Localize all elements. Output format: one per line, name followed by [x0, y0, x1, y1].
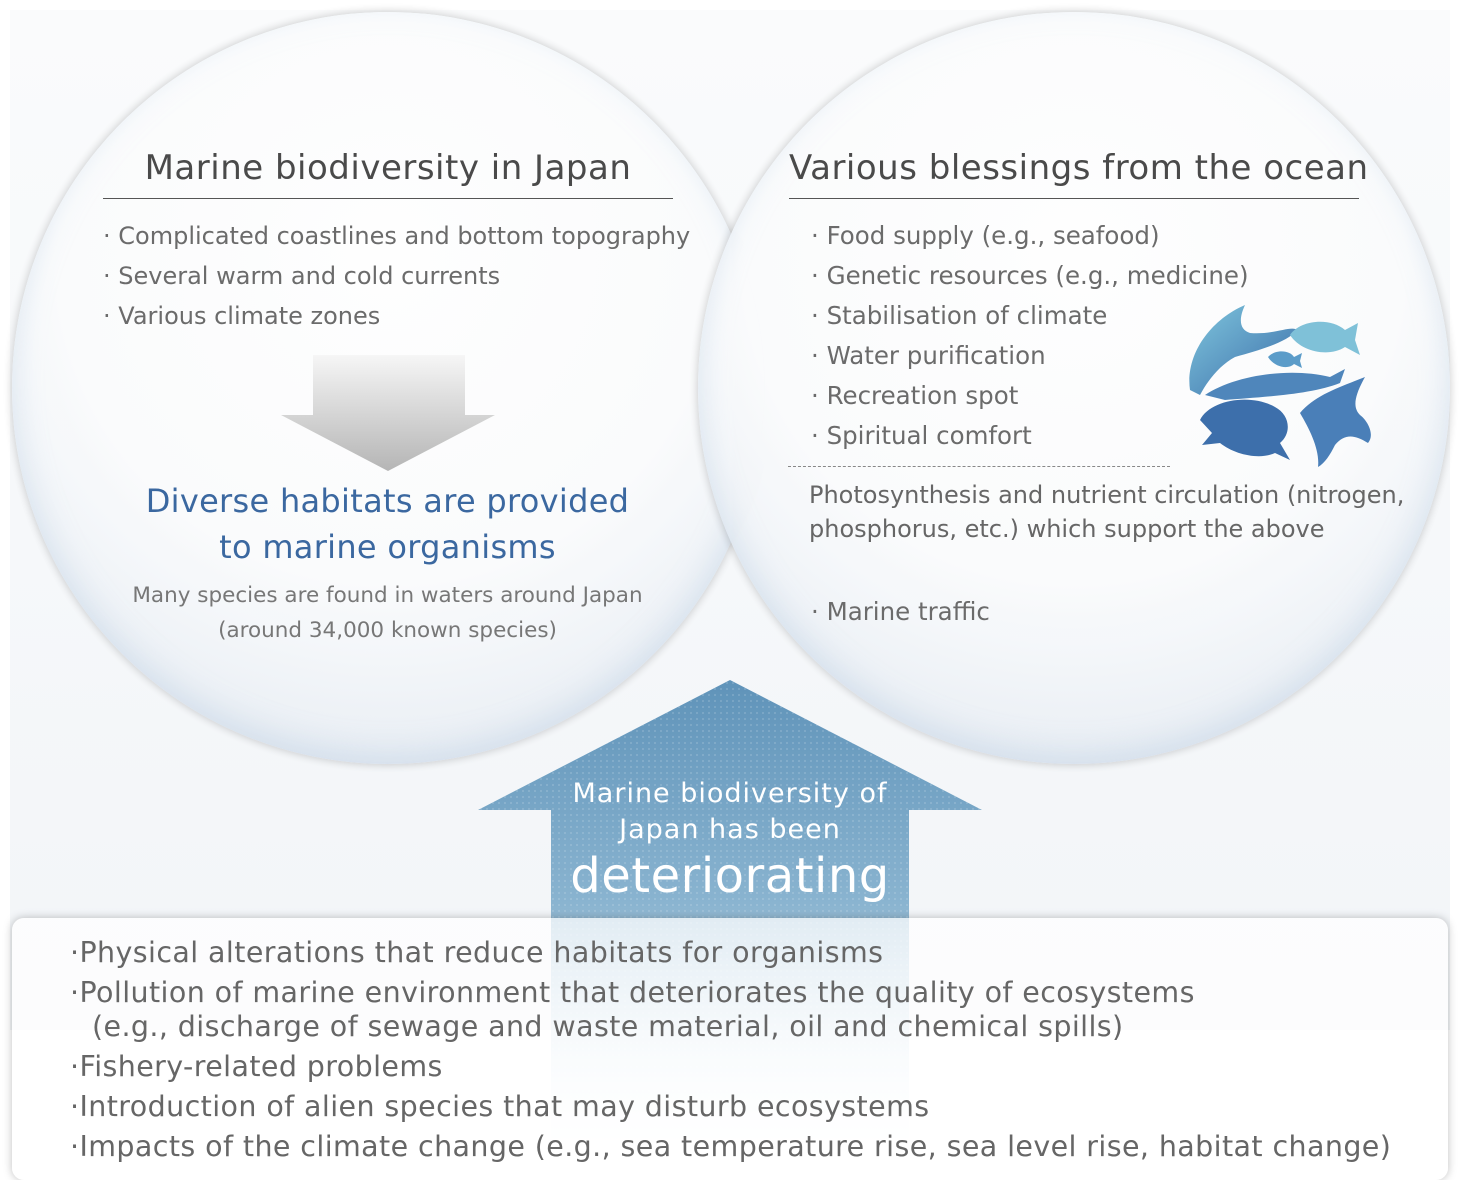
- list-item: Marine traffic: [811, 592, 990, 632]
- habitat-result-line: to marine organisms: [219, 528, 556, 566]
- biodiversity-factors-list: Complicated coastlines and bottom topogr…: [103, 216, 690, 336]
- deterioration-emphasis: deteriorating: [570, 848, 890, 904]
- blessings-heading: Various blessings from the ocean: [789, 148, 1368, 199]
- deterioration-message: Marine biodiversity of Japan has been de…: [545, 776, 915, 904]
- list-item: Spiritual comfort: [811, 416, 1249, 456]
- species-note-line: (around 34,000 known species): [218, 618, 557, 643]
- threat-text: Fishery-related problems: [79, 1050, 443, 1083]
- list-item: Physical alterations that reduce habitat…: [70, 936, 1391, 970]
- list-item: Pollution of marine environment that det…: [70, 976, 1391, 1044]
- list-item: Impacts of the climate change (e.g., sea…: [70, 1130, 1391, 1164]
- threat-text: Pollution of marine environment that det…: [79, 976, 1195, 1009]
- threat-subtext: (e.g., discharge of sewage and waste mat…: [92, 1010, 1124, 1043]
- blessings-list: Food supply (e.g., seafood) Genetic reso…: [811, 216, 1249, 456]
- deterioration-line: Marine biodiversity of: [572, 778, 888, 809]
- habitat-result-line: Diverse habitats are provided: [145, 482, 630, 520]
- list-item: Various climate zones: [103, 296, 690, 336]
- threat-text: Physical alterations that reduce habitat…: [79, 936, 884, 969]
- down-arrow-icon: [281, 355, 495, 471]
- marine-animals-icon: [1189, 305, 1371, 467]
- extra-blessings-list: Marine traffic: [811, 592, 990, 632]
- list-item: Stabilisation of climate: [811, 296, 1249, 336]
- species-note: Many species are found in waters around …: [90, 578, 685, 648]
- habitat-result: Diverse habitats are provided to marine …: [100, 478, 675, 570]
- threat-text: Introduction of alien species that may d…: [79, 1090, 930, 1123]
- threats-list: Physical alterations that reduce habitat…: [70, 936, 1391, 1170]
- list-item: Complicated coastlines and bottom topogr…: [103, 216, 690, 256]
- support-text: Photosynthesis and nutrient circulation …: [809, 481, 1405, 543]
- list-item: Several warm and cold currents: [103, 256, 690, 296]
- list-item: Water purification: [811, 336, 1249, 376]
- biodiversity-heading: Marine biodiversity in Japan: [103, 148, 673, 199]
- list-item: Food supply (e.g., seafood): [811, 216, 1249, 256]
- threat-text: Impacts of the climate change (e.g., sea…: [79, 1130, 1392, 1163]
- list-item: Genetic resources (e.g., medicine): [811, 256, 1249, 296]
- species-note-line: Many species are found in waters around …: [132, 583, 643, 608]
- list-item: Fishery-related problems: [70, 1050, 1391, 1084]
- dotted-divider: [788, 466, 1170, 467]
- deterioration-line: Japan has been: [619, 814, 841, 845]
- list-item: Introduction of alien species that may d…: [70, 1090, 1391, 1124]
- list-item: Recreation spot: [811, 376, 1249, 416]
